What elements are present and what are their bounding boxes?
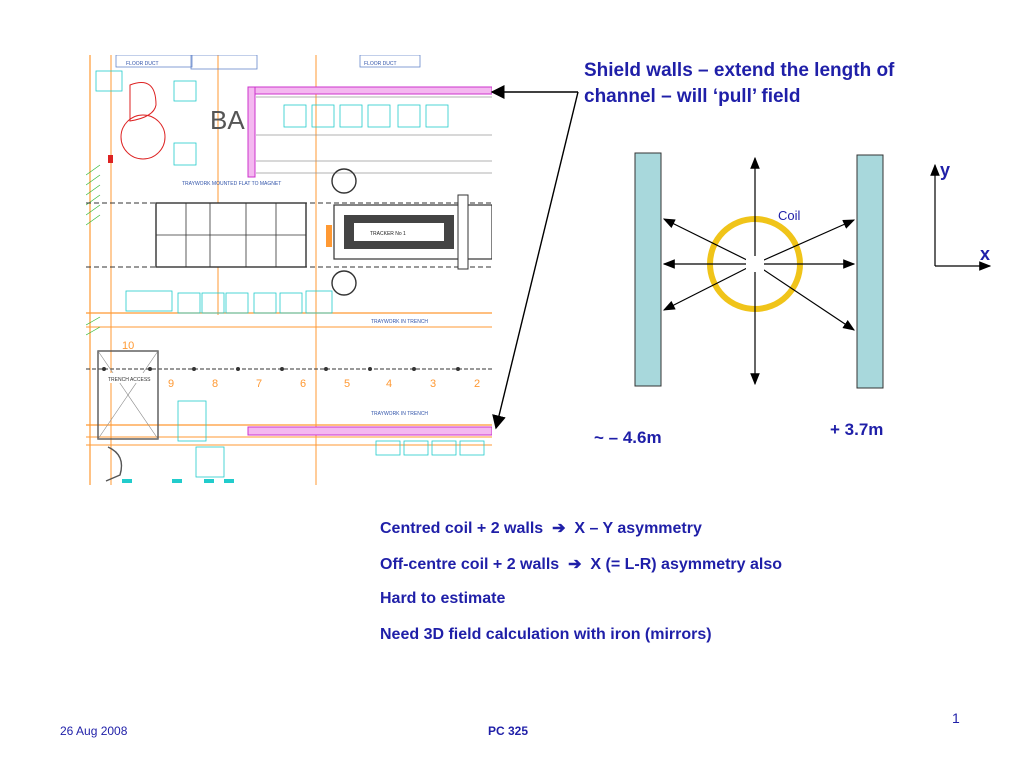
footer-center: PC 325 xyxy=(488,724,529,738)
position-label: 4 xyxy=(386,378,392,390)
right-distance-label: + 3.7m xyxy=(830,420,884,439)
left-distance-label: ~ – 4.6m xyxy=(594,428,662,447)
tray-magnet-label: TRAYWORK MOUNTED FLAT TO MAGNET xyxy=(182,181,281,187)
position-label: 6 xyxy=(300,378,306,390)
footer-date: 26 Aug 2008 xyxy=(60,724,128,738)
position-label: 3 xyxy=(430,378,436,390)
bullet-off-centre-coil: Off-centre coil + 2 walls ➔ X (= L-R) as… xyxy=(380,554,782,574)
position-label: 10 xyxy=(122,340,134,352)
axis-x-label: x xyxy=(980,244,990,264)
bullet-3d-field: Need 3D field calculation with iron (mir… xyxy=(380,626,712,643)
bullet-text: Centred coil + 2 walls xyxy=(380,520,544,537)
floor-duct-label-b: FLOOR DUCT xyxy=(364,61,397,67)
tray-trench-label-1: TRAYWORK IN TRENCH xyxy=(371,319,428,325)
tracker-label: TRACKER No 1 xyxy=(370,231,406,237)
tray-trench-label-2: TRAYWORK IN TRENCH xyxy=(371,411,428,417)
arrow-right-icon: ➔ xyxy=(547,520,570,537)
left-wall xyxy=(634,152,662,387)
bullet-text: X (= L-R) asymmetry also xyxy=(590,556,782,573)
position-label: 2 xyxy=(474,378,480,390)
position-label: 7 xyxy=(256,378,262,390)
floor-duct-label-a: FLOOR DUCT xyxy=(126,61,159,67)
field-arrows xyxy=(662,156,856,386)
svg-text:BA: BA xyxy=(210,105,245,135)
pointer-arrow-bottom xyxy=(492,91,579,430)
bullet-hard-to-estimate: Hard to estimate xyxy=(380,590,506,607)
bullet-text: Off-centre coil + 2 walls xyxy=(380,556,560,573)
bullet-text: X – Y asymmetry xyxy=(574,520,702,537)
coil-label: Coil xyxy=(778,208,801,223)
position-label: 8 xyxy=(212,378,218,390)
slide-title: Shield walls – extend the length of chan… xyxy=(584,60,895,107)
page-number: 1 xyxy=(952,710,960,726)
axis-indicator: y x xyxy=(930,160,992,271)
position-label: 9 xyxy=(168,378,174,390)
axis-y-label: y xyxy=(940,160,950,180)
arrow-right-icon: ➔ xyxy=(563,556,586,573)
trench-access-label: TRENCH ACCESS xyxy=(108,377,151,383)
bullet-centred-coil: Centred coil + 2 walls ➔ X – Y asymmetry xyxy=(380,518,702,538)
wall-coil-schematic: Coil y x xyxy=(634,152,992,389)
floor-plan-drawing: FLOOR DUCT FLOOR DUCT BA TRAYWORK MOUNTE… xyxy=(86,55,492,485)
position-label: 5 xyxy=(344,378,350,390)
right-wall xyxy=(856,154,884,389)
